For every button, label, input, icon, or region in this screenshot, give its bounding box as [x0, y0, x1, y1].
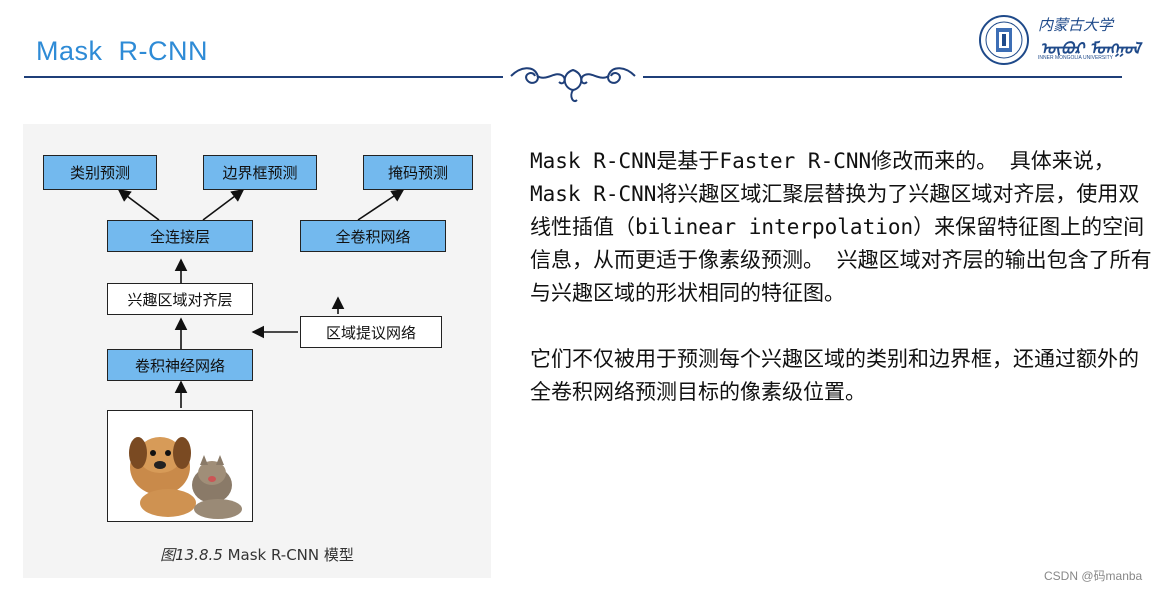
- body-paragraph-2: 它们不仅被用于预测每个兴趣区域的类别和边界框，还通过额外的全卷积网络预测目标的像…: [530, 347, 1139, 404]
- node-fcn: 全卷积网络: [300, 220, 446, 252]
- body-text: Mask R-CNN是基于Faster R-CNN修改而来的。 具体来说，Mas…: [530, 145, 1155, 409]
- node-bbox-prediction: 边界框预测: [203, 155, 317, 190]
- logo-name-mn: ᠦᠪᠦᠷ ᠮᠣᠩᠭᠣᠯ: [1040, 39, 1141, 58]
- node-roi-align: 兴趣区域对齐层: [107, 283, 253, 315]
- arrows: [117, 189, 405, 408]
- caption-number: 图13.8.5: [160, 546, 223, 564]
- university-logo: [979, 15, 1029, 65]
- node-rpn: 区域提议网络: [300, 316, 442, 348]
- node-class-prediction: 类别预测: [43, 155, 157, 190]
- dog-cat-photo: [107, 410, 253, 522]
- figure-caption: 图13.8.5 Mask R-CNN 模型: [23, 544, 491, 565]
- caption-text: Mask R-CNN 模型: [222, 546, 354, 564]
- figure-panel: 类别预测 边界框预测 掩码预测 全连接层 全卷积网络 兴趣区域对齐层 区域提议网…: [23, 124, 491, 578]
- node-cnn: 卷积神经网络: [107, 349, 253, 381]
- body-paragraph-1: Mask R-CNN是基于Faster R-CNN修改而来的。 具体来说，Mas…: [530, 149, 1152, 305]
- node-mask-prediction: 掩码预测: [363, 155, 473, 190]
- logo-name-cn: 内蒙古大学: [1038, 16, 1114, 34]
- node-fully-connected: 全连接层: [107, 220, 253, 252]
- slide-title: Mask R-CNN: [36, 36, 208, 66]
- ornament-icon: [503, 64, 643, 108]
- watermark: CSDN @码manba: [1044, 569, 1143, 583]
- logo-name-en: INNER MONGOLIA UNIVERSITY: [1038, 55, 1114, 61]
